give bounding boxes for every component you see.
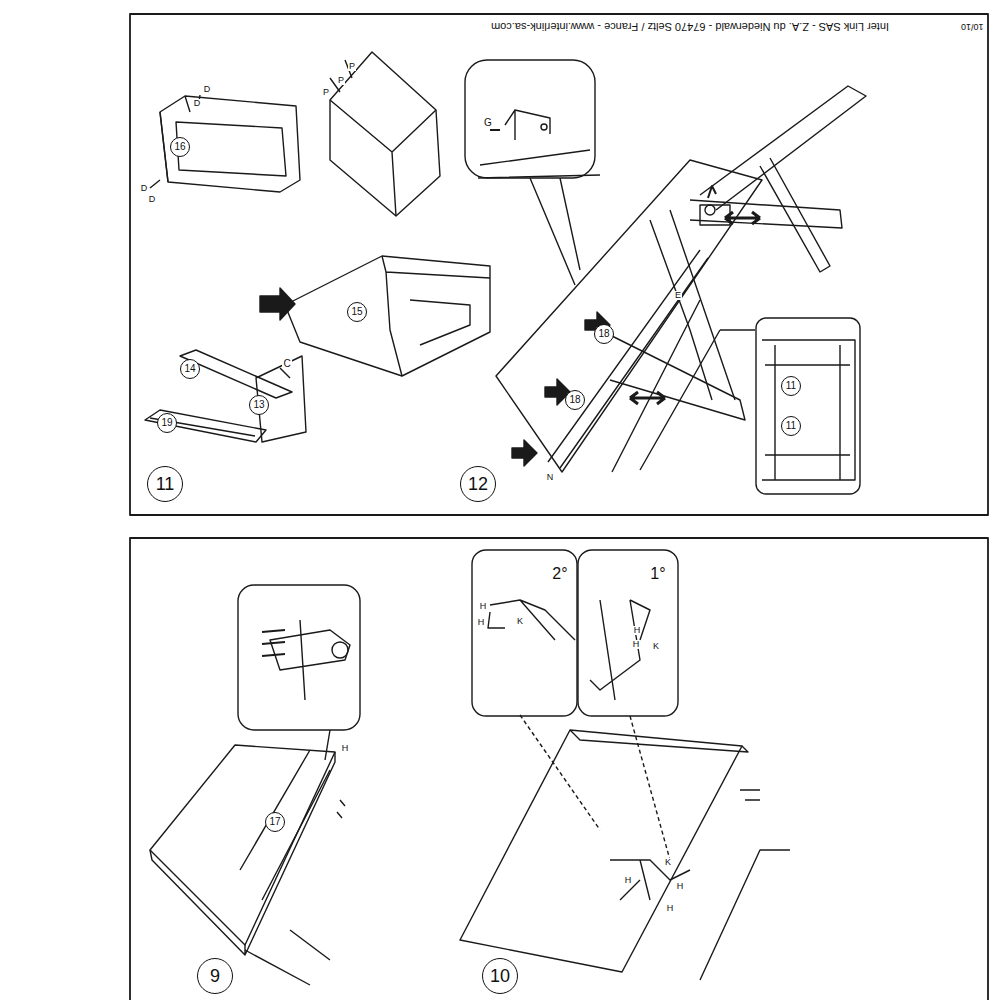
callout-number: 12 <box>468 475 488 493</box>
part-letter: P <box>337 76 345 85</box>
callout-number: 11 <box>786 381 796 391</box>
callout-number: 18 <box>598 329 609 339</box>
step-number: 9 <box>197 958 233 994</box>
part-letter: D <box>193 99 202 108</box>
callout-number: 14 <box>184 364 195 374</box>
part-letter: H <box>633 626 642 635</box>
callout-number: 19 <box>161 418 172 428</box>
step-number: 11 <box>147 466 183 502</box>
part-number: 19 <box>157 413 177 433</box>
part-number: 18 <box>565 390 585 410</box>
part-letter: K <box>652 642 660 651</box>
step-number: 10 <box>482 958 518 994</box>
callout-number: 16 <box>174 142 185 152</box>
part-number: 15 <box>347 302 367 322</box>
part-number: 13 <box>249 395 269 415</box>
part-letter: H <box>666 904 675 913</box>
part-letter: 1° <box>649 566 666 582</box>
part-letter: P <box>322 88 330 97</box>
part-number: 11 <box>781 416 801 436</box>
callout-number: 10 <box>490 967 510 985</box>
callout-number: 11 <box>156 475 175 493</box>
part-letter: D <box>148 195 157 204</box>
footer-text: 10/10 <box>960 22 985 31</box>
part-letter: H <box>477 618 486 627</box>
part-letter: G <box>483 118 493 128</box>
callout-number: 17 <box>269 817 280 827</box>
part-letter: P <box>348 62 356 71</box>
part-letter: H <box>341 744 350 753</box>
callout-number: 15 <box>351 307 362 317</box>
part-letter: K <box>664 858 672 867</box>
part-letter: D <box>203 85 212 94</box>
part-number: 18 <box>594 324 614 344</box>
callout-number: 9 <box>210 967 220 985</box>
part-letter: H <box>632 640 641 649</box>
part-letter: N <box>546 473 555 482</box>
part-letter: K <box>516 617 524 626</box>
part-number: 17 <box>265 812 285 832</box>
callout-number: 11 <box>786 421 796 431</box>
part-letter: H <box>624 876 633 885</box>
part-number: 16 <box>170 137 190 157</box>
part-letter: H <box>676 882 685 891</box>
part-letter: E <box>674 291 682 300</box>
part-letter: D <box>140 184 149 193</box>
footer-text: Inter Link SAS - Z.A. du Niederwald - 67… <box>490 21 890 32</box>
callout-number: 13 <box>253 400 264 410</box>
part-letter: C <box>282 359 291 369</box>
part-letter: H <box>479 602 488 611</box>
step-number: 12 <box>460 466 496 502</box>
part-number: 11 <box>781 376 801 396</box>
part-number: 14 <box>180 359 200 379</box>
part-letter: 2° <box>551 566 568 582</box>
callout-number: 18 <box>569 395 580 405</box>
